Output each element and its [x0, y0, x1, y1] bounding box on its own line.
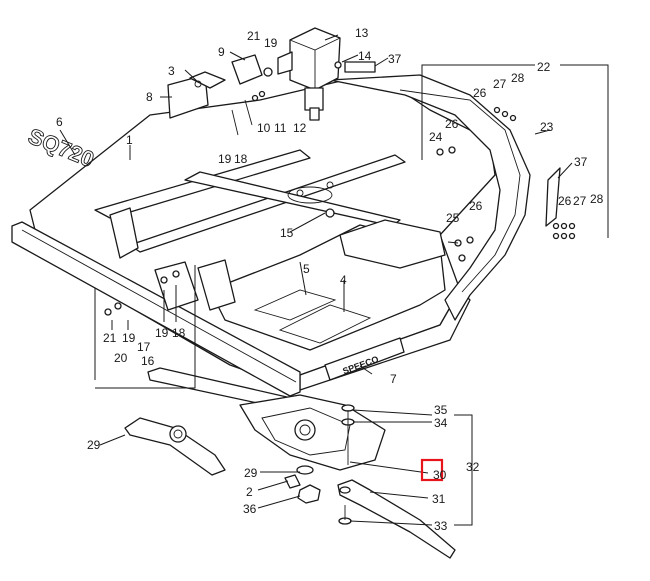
callout-26-top: 26: [473, 86, 487, 100]
gearbox-hardware: [167, 54, 376, 136]
callout-22: 22: [537, 60, 551, 74]
callout-7: 7: [390, 372, 397, 386]
callout-30: 30: [433, 468, 447, 482]
callout-21-top: 21: [247, 29, 261, 43]
mower-deck: SQ720 SPEECO: [11, 74, 531, 397]
callout-9: 9: [218, 45, 225, 59]
callout-27-top: 27: [493, 77, 507, 91]
callout-18-lower: 18: [172, 326, 186, 340]
blade-assembly: [124, 367, 456, 559]
highlight-box: [420, 458, 444, 482]
callout-20: 20: [114, 351, 128, 365]
callout-8: 8: [146, 90, 153, 104]
callout-26-low: 26: [469, 199, 483, 213]
callout-1: 1: [126, 133, 133, 147]
callout-37-right: 37: [574, 155, 588, 169]
callout-28-top: 28: [511, 71, 525, 85]
callout-13: 13: [355, 26, 369, 40]
right-hardware: [104, 106, 576, 316]
callout-35: 35: [434, 403, 448, 417]
brand-mark: SQ720: [25, 123, 98, 172]
callout-21-left: 21: [103, 331, 117, 345]
callout-33: 33: [434, 519, 448, 533]
callout-32: 32: [466, 460, 480, 474]
callout-36: 36: [243, 502, 257, 516]
callout-14: 14: [358, 49, 372, 63]
callout-19-mid: 19: [218, 152, 232, 166]
callout-12: 12: [293, 121, 307, 135]
callout-17: 17: [137, 340, 151, 354]
callout-11: 11: [274, 121, 287, 135]
callout-15: 15: [280, 226, 294, 240]
callout-labels: 1 2 3 4 5 6 7 8 9 10 11 12 13 14 15 16 1…: [56, 26, 604, 533]
leader-lines: [59, 34, 609, 526]
callout-26-right: 26: [558, 194, 572, 208]
callout-3: 3: [168, 64, 175, 78]
callout-31: 31: [432, 492, 446, 506]
callout-19-top: 19: [264, 36, 278, 50]
callout-34: 34: [434, 416, 448, 430]
callout-5: 5: [303, 262, 310, 276]
callout-29-center: 29: [244, 466, 258, 480]
callout-18-upper: 18: [234, 152, 248, 166]
callout-28-right: 28: [590, 192, 604, 206]
gearbox: [277, 27, 341, 121]
callout-27-right: 27: [573, 194, 587, 208]
callout-6: 6: [56, 115, 63, 129]
callout-2: 2: [246, 485, 253, 499]
callout-23: 23: [540, 120, 554, 134]
callout-16: 16: [141, 354, 155, 368]
callout-24: 24: [429, 130, 443, 144]
callout-4: 4: [340, 273, 347, 287]
callout-25: 25: [446, 211, 460, 225]
callout-19-left: 19: [122, 331, 136, 345]
callout-37-top: 37: [388, 52, 402, 66]
callout-19-right: 19: [155, 326, 169, 340]
callout-10: 10: [257, 121, 271, 135]
callout-29-left: 29: [87, 438, 101, 452]
callout-26-mid: 26: [445, 117, 459, 131]
